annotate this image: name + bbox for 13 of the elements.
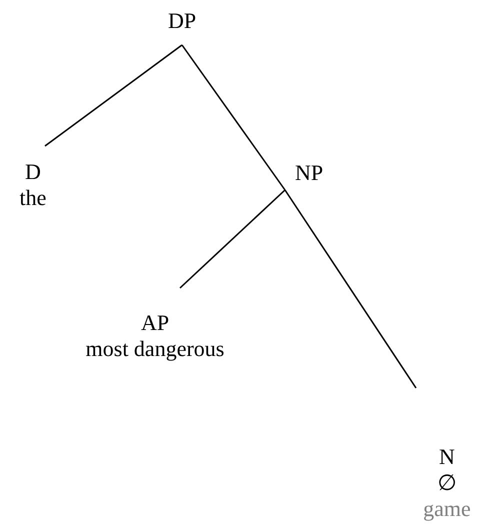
node-label: DP (166, 8, 198, 34)
tree-branch (181, 44, 286, 190)
node-label: AP (140, 310, 170, 336)
node-label: NP (294, 160, 324, 186)
tree-branch (284, 190, 417, 388)
word-label: the (18, 185, 48, 211)
tree-branch (44, 44, 182, 147)
node-label: N (438, 444, 456, 470)
word-label: game (422, 496, 472, 522)
word-label: ∅ (436, 470, 458, 496)
node-label: D (24, 159, 42, 185)
tree-branch (179, 189, 286, 289)
word-label: most dangerous (84, 336, 226, 362)
